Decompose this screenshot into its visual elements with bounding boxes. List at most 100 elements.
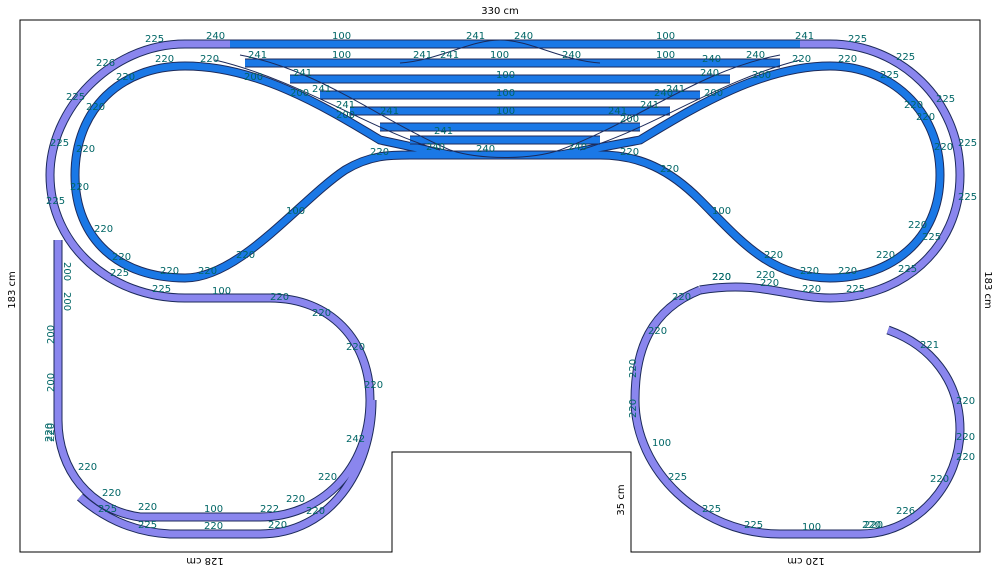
track-label: 220	[286, 494, 305, 505]
track-label: 220	[116, 72, 135, 83]
track-label: 225	[922, 232, 941, 243]
track-label: 220	[312, 308, 331, 319]
track-label: 225	[896, 52, 915, 63]
track-label: 241	[312, 84, 331, 95]
track-label: 241	[640, 100, 659, 111]
track-label: 225	[848, 34, 867, 45]
track-label: 200	[46, 373, 57, 392]
main-loop-track	[71, 62, 944, 282]
track-label: 220	[712, 272, 731, 283]
track-label: 225	[958, 138, 977, 149]
dimension-bottom-left: 128 cm	[186, 555, 224, 566]
track-label: 220	[94, 224, 113, 235]
track-label: 100	[212, 286, 231, 297]
track-label: 220	[930, 474, 949, 485]
track-label: 100	[496, 88, 515, 99]
dimension-cutout: 35 cm	[616, 484, 627, 515]
track-label: 200	[704, 88, 723, 99]
layout-outline	[19, 19, 981, 553]
track-label: 200	[752, 70, 771, 81]
track-label: 220	[204, 521, 223, 532]
track-label: 220	[660, 164, 679, 175]
track-label: 241	[795, 31, 814, 42]
track-label: 100	[490, 50, 509, 61]
track-label: 226	[896, 506, 915, 517]
track-label: 225	[50, 138, 69, 149]
track-label: 240	[568, 142, 587, 153]
track-label: 200	[336, 110, 355, 121]
track-label: 225	[668, 472, 687, 483]
track-label: 241	[434, 126, 453, 137]
track-label: 200	[620, 114, 639, 125]
track-label: 241	[336, 100, 355, 111]
track-label: 220	[270, 292, 289, 303]
track-label: 225	[110, 268, 129, 279]
track-label: 200	[46, 325, 57, 344]
track-label: 220	[46, 423, 57, 442]
track-label: 240	[700, 68, 719, 79]
main-blue-loop	[70, 39, 945, 283]
track-label: 100	[332, 31, 351, 42]
track-label: 100	[286, 206, 305, 217]
track-label: 220	[76, 144, 95, 155]
track-label: 220	[236, 250, 255, 261]
track-label: 220	[70, 182, 89, 193]
track-label: 100	[204, 504, 223, 515]
track-label: 220	[904, 100, 923, 111]
track-label: 220	[268, 520, 287, 531]
track-label: 240	[476, 144, 495, 155]
track-label: 240	[746, 50, 765, 61]
track-label: 200	[290, 88, 309, 99]
track-label: 221	[920, 340, 939, 351]
track-label: 220	[712, 272, 731, 283]
track-label: 225	[152, 284, 171, 295]
track-label: 241	[248, 50, 267, 61]
track-label: 241	[413, 50, 432, 61]
track-label: 100	[496, 106, 515, 117]
bottom-right-upper-tracks	[630, 285, 965, 539]
track-label: 100	[656, 50, 675, 61]
track-label: 100	[332, 50, 351, 61]
track-label: 226	[96, 58, 115, 69]
track-label: 220	[78, 462, 97, 473]
outer-upper-loop	[45, 39, 965, 303]
track-label: 220	[86, 102, 105, 113]
track-label: 220	[864, 520, 883, 531]
bottom-left-track	[54, 240, 376, 538]
track-label: 220	[764, 250, 783, 261]
track-label: 240	[654, 88, 673, 99]
track-label: 241	[380, 106, 399, 117]
bottom-right-track	[631, 286, 964, 538]
track-label: 225	[958, 192, 977, 203]
track-label: 225	[145, 34, 164, 45]
track-label: 220	[112, 252, 131, 263]
track-label: 220	[838, 266, 857, 277]
track-label: 220	[364, 380, 383, 391]
track-label: 220	[160, 266, 179, 277]
track-label: 241	[608, 106, 627, 117]
track-label: 220	[102, 488, 121, 499]
track-label: 220	[200, 54, 219, 65]
dimension-left: 183 cm	[7, 271, 18, 309]
track-label: 240	[702, 54, 721, 65]
track-label: 220	[306, 506, 325, 517]
yard-sidings	[230, 40, 800, 144]
track-label: 225	[936, 94, 955, 105]
track-label: 220	[370, 147, 389, 158]
track-label: 220	[862, 520, 881, 531]
track-label: 225	[846, 284, 865, 295]
track-label: 220	[802, 284, 821, 295]
track-label: 241	[293, 68, 312, 79]
track-label: 225	[898, 264, 917, 275]
track-label: 242	[346, 434, 365, 445]
track-label: 200	[61, 292, 72, 311]
track-label: 220	[155, 54, 174, 65]
track-label: 220	[672, 292, 691, 303]
track-label: 220	[628, 359, 639, 378]
track-label: 220	[800, 266, 819, 277]
track-label: 220	[198, 266, 217, 277]
track-label: 220	[620, 147, 639, 158]
outer-loop-track	[46, 40, 964, 302]
bottom-left-upper-tracks	[53, 240, 377, 539]
